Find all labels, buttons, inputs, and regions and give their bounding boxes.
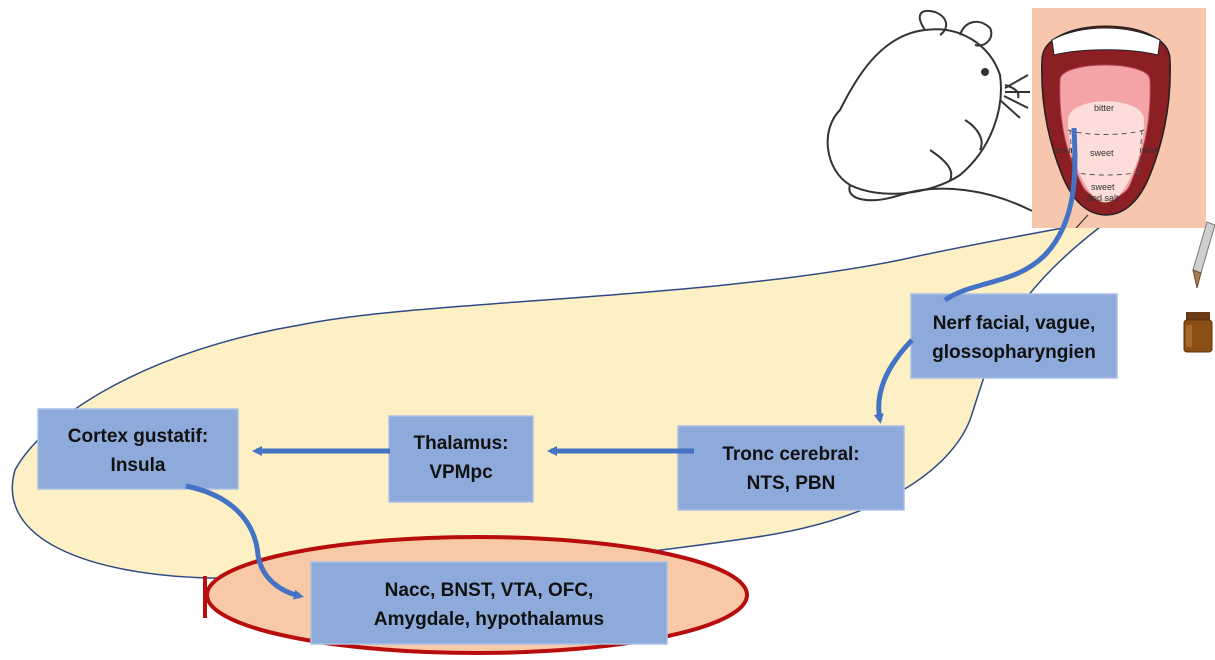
dropper-icon: [1192, 221, 1215, 289]
reward-box-line2: Amygdale, hypothalamus: [374, 609, 604, 630]
nerve-box-line2: glossopharyngien: [932, 342, 1096, 363]
tongue-label-bitter: bitter: [1094, 103, 1114, 113]
bottle-icon: [1183, 312, 1213, 353]
tongue-label-sweet-salt-line2: and salt: [1087, 193, 1119, 203]
brainstem-box-line1: Tronc cerebral:: [722, 444, 859, 465]
nerve-box: Nerf facial, vague, glossopharyngien: [910, 293, 1118, 379]
arrow-nerve-to-brainstem: [873, 338, 914, 424]
tongue-taste-map: bitter sour sweet sour sweet and salt: [1032, 8, 1206, 228]
thalamus-box-line1: Thalamus:: [413, 433, 508, 454]
arrow-cortex-to-reward: [185, 483, 304, 600]
brainstem-box: Tronc cerebral: NTS, PBN: [677, 425, 905, 511]
reward-box: Nacc, BNST, VTA, OFC, Amygdale, hypothal…: [310, 561, 668, 645]
cortex-box: Cortex gustatif: Insula: [37, 408, 239, 490]
tongue-label-sweet: sweet: [1090, 148, 1114, 158]
brainstem-box-line2: NTS, PBN: [747, 473, 836, 494]
tongue-label-sweet-salt-line1: sweet: [1091, 182, 1115, 192]
thalamus-box: Thalamus: VPMpc: [388, 415, 534, 503]
cortex-box-line2: Insula: [111, 455, 166, 476]
thalamus-box-line2: VPMpc: [429, 462, 493, 483]
tongue-label-sour-left: sour: [1056, 145, 1074, 155]
reward-box-line1: Nacc, BNST, VTA, OFC,: [385, 580, 594, 601]
gustatory-pathway-region: [11, 217, 1113, 580]
arrow-tongue-to-nerve: [943, 127, 1078, 303]
tongue-label-sour-right: sour: [1142, 145, 1160, 155]
mouse-illustration: [826, 10, 1043, 213]
nerve-box-line1: Nerf facial, vague,: [933, 313, 1096, 334]
cortex-box-line1: Cortex gustatif:: [68, 426, 208, 447]
